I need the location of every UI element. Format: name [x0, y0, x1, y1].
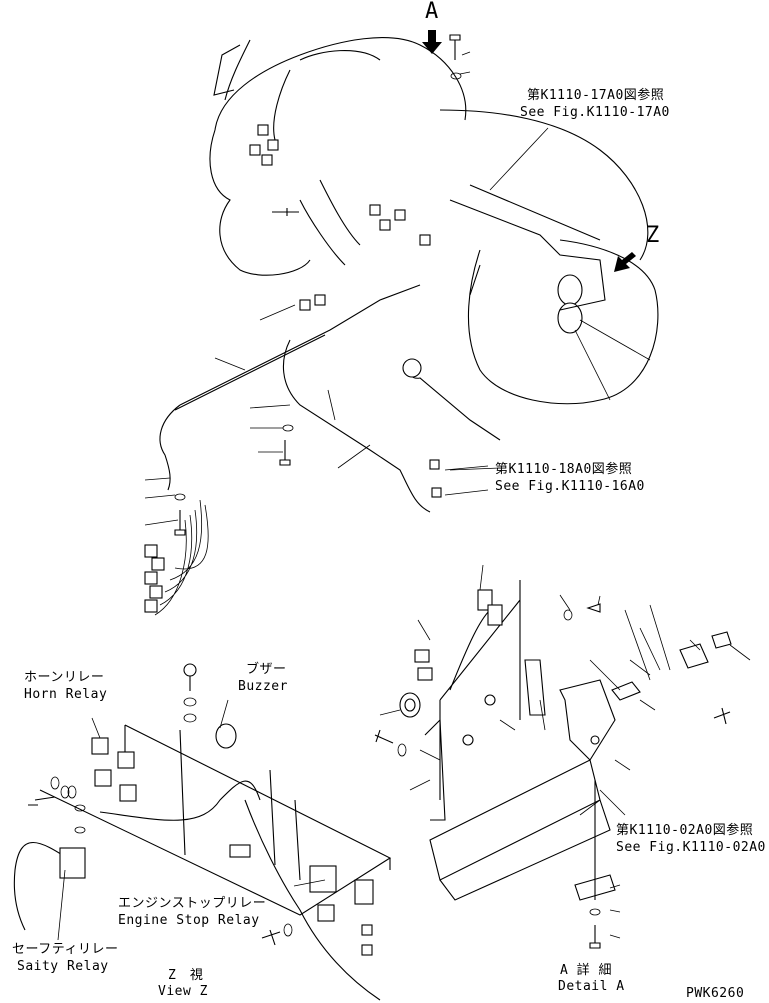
horn-relay-label-jp: ホーンリレー	[24, 670, 105, 685]
engine-stop-relay-label-en: Engine Stop Relay	[118, 913, 260, 928]
ref-17a0-jp: 第K1110-17A0図参照	[527, 88, 665, 103]
safety-relay-label-jp: セーフティリレー	[12, 942, 119, 957]
ref-18a0-jp: 第K1110-18A0図参照	[495, 462, 633, 477]
safety-relay-label-en: Saity Relay	[17, 959, 109, 974]
view-mark-z: Z	[646, 223, 660, 248]
drawing-code: PWK6260	[686, 986, 745, 1001]
buzzer-label-en: Buzzer	[238, 679, 288, 694]
view-z-assembly	[13, 663, 392, 1001]
view-mark-a: A	[425, 0, 439, 24]
ref-02a0-jp: 第K1110-02A0図参照	[616, 823, 754, 838]
engine-assembly	[144, 30, 659, 616]
leader-02a0	[579, 799, 601, 816]
engine-stop-relay-label-jp: エンジンストップリレー	[118, 896, 267, 911]
horn-relay-label-en: Horn Relay	[24, 687, 108, 702]
ref-02a0-en: See Fig.K1110-02A0	[616, 840, 766, 855]
view-z-title-en: View Z	[158, 984, 208, 999]
ref-17a0-en: See Fig.K1110-17A0	[520, 105, 670, 120]
ref-18a0-en: See Fig.K1110-16A0	[495, 479, 645, 494]
view-z-title-jp: Z 視	[168, 968, 204, 983]
detail-a-assembly	[374, 564, 751, 949]
buzzer-label-jp: ブザー	[246, 662, 287, 677]
leader-18a0	[449, 467, 501, 471]
detail-a-title-en: Detail A	[558, 979, 625, 994]
detail-a-title-jp: A 詳 細	[560, 963, 612, 978]
